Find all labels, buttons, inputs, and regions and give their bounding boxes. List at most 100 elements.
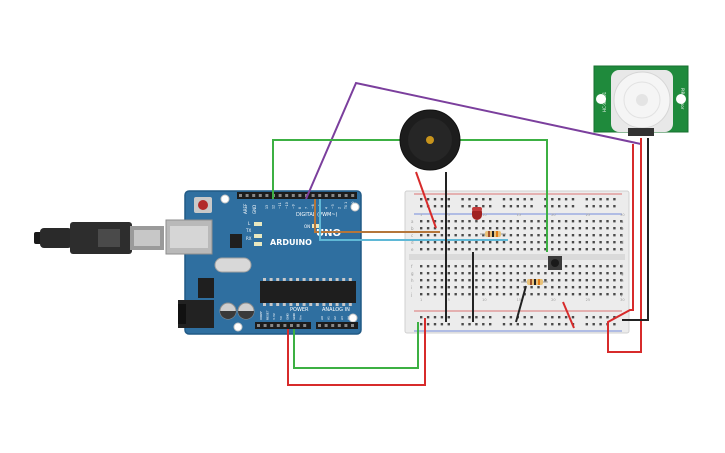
breadboard-hole[interactable] — [468, 220, 471, 223]
breadboard-hole[interactable] — [613, 323, 616, 326]
breadboard-hole[interactable] — [571, 248, 575, 251]
breadboard-hole[interactable] — [613, 248, 616, 251]
breadboard-hole[interactable] — [516, 220, 519, 223]
header-pin-hole[interactable] — [331, 324, 335, 327]
breadboard-hole[interactable] — [468, 286, 471, 289]
breadboard-hole[interactable] — [509, 265, 513, 268]
breadboard-hole[interactable] — [440, 279, 444, 282]
breadboard-hole[interactable] — [537, 286, 540, 289]
breadboard-hole[interactable] — [502, 323, 506, 326]
breadboard-hole[interactable] — [489, 248, 492, 251]
header-pin-hole[interactable] — [245, 194, 249, 197]
breadboard-hole[interactable] — [468, 241, 471, 244]
breadboard-hole[interactable] — [440, 220, 444, 223]
breadboard-hole[interactable] — [571, 205, 575, 208]
breadboard-hole[interactable] — [523, 220, 526, 223]
breadboard-hole[interactable] — [523, 227, 526, 230]
breadboard-hole[interactable] — [571, 241, 575, 244]
breadboard-hole[interactable] — [426, 248, 430, 251]
breadboard-hole[interactable] — [502, 205, 506, 208]
header-pin-hole[interactable] — [252, 194, 256, 197]
breadboard-hole[interactable] — [447, 316, 450, 319]
breadboard-hole[interactable] — [516, 286, 519, 289]
breadboard-hole[interactable] — [426, 198, 430, 201]
breadboard-hole[interactable] — [592, 248, 595, 251]
breadboard-hole[interactable] — [578, 234, 582, 237]
breadboard-hole[interactable] — [433, 293, 437, 296]
breadboard-hole[interactable] — [551, 272, 554, 275]
breadboard-hole[interactable] — [454, 265, 457, 268]
breadboard-hole[interactable] — [523, 241, 526, 244]
breadboard-hole[interactable] — [558, 241, 561, 244]
breadboard-hole[interactable] — [551, 205, 554, 208]
breadboard-hole[interactable] — [544, 316, 547, 319]
breadboard-hole[interactable] — [426, 293, 430, 296]
breadboard-hole[interactable] — [502, 198, 506, 201]
breadboard-hole[interactable] — [620, 286, 623, 289]
breadboard-hole[interactable] — [509, 234, 513, 237]
breadboard-hole[interactable] — [620, 279, 623, 282]
breadboard-hole[interactable] — [613, 198, 616, 201]
breadboard-hole[interactable] — [495, 286, 499, 289]
breadboard-hole[interactable] — [571, 234, 575, 237]
breadboard-hole[interactable] — [613, 234, 616, 237]
breadboard-hole[interactable] — [530, 265, 533, 268]
breadboard-hole[interactable] — [578, 248, 582, 251]
header-pin-hole[interactable] — [303, 324, 307, 327]
breadboard-hole[interactable] — [509, 198, 513, 201]
breadboard-hole[interactable] — [433, 272, 437, 275]
breadboard-hole[interactable] — [468, 265, 471, 268]
breadboard-hole[interactable] — [440, 286, 444, 289]
breadboard-hole[interactable] — [537, 241, 540, 244]
breadboard-hole[interactable] — [482, 241, 485, 244]
header-pin-hole[interactable] — [324, 194, 328, 197]
breadboard-hole[interactable] — [544, 241, 547, 244]
breadboard-hole[interactable] — [475, 323, 478, 326]
breadboard-hole[interactable] — [420, 279, 423, 282]
breadboard-hole[interactable] — [502, 241, 506, 244]
breadboard-hole[interactable] — [461, 241, 464, 244]
pir-sensor[interactable]: HC-SR501 PIR Sensor — [593, 65, 689, 136]
breadboard-hole[interactable] — [537, 272, 540, 275]
breadboard-hole[interactable] — [578, 293, 582, 296]
breadboard-hole[interactable] — [509, 241, 513, 244]
breadboard-hole[interactable] — [523, 265, 526, 268]
breadboard-hole[interactable] — [509, 279, 513, 282]
breadboard-hole[interactable] — [447, 205, 450, 208]
breadboard-hole[interactable] — [599, 241, 602, 244]
wire-green-gnd[interactable] — [293, 322, 419, 369]
breadboard-hole[interactable] — [544, 279, 547, 282]
breadboard-hole[interactable] — [426, 272, 430, 275]
breadboard-hole[interactable] — [475, 279, 478, 282]
breadboard-hole[interactable] — [433, 205, 437, 208]
header-pin-hole[interactable] — [318, 324, 321, 327]
breadboard-hole[interactable] — [440, 248, 444, 251]
breadboard-hole[interactable] — [599, 205, 602, 208]
breadboard-hole[interactable] — [523, 198, 526, 201]
breadboard-hole[interactable] — [530, 272, 533, 275]
breadboard-hole[interactable] — [447, 248, 450, 251]
breadboard-hole[interactable] — [585, 234, 588, 237]
breadboard-hole[interactable] — [475, 265, 478, 268]
breadboard-hole[interactable] — [440, 241, 444, 244]
breadboard-hole[interactable] — [420, 316, 423, 319]
breadboard-hole[interactable] — [606, 293, 609, 296]
breadboard-hole[interactable] — [606, 272, 609, 275]
breadboard-hole[interactable] — [502, 279, 506, 282]
breadboard-hole[interactable] — [523, 248, 526, 251]
header-pin-hole[interactable] — [285, 194, 289, 197]
breadboard-hole[interactable] — [606, 234, 609, 237]
breadboard-hole[interactable] — [599, 316, 602, 319]
breadboard-hole[interactable] — [585, 248, 588, 251]
breadboard-hole[interactable] — [537, 220, 540, 223]
breadboard-hole[interactable] — [571, 279, 575, 282]
breadboard-hole[interactable] — [440, 198, 444, 201]
breadboard-hole[interactable] — [516, 279, 519, 282]
breadboard-hole[interactable] — [468, 205, 471, 208]
breadboard-hole[interactable] — [564, 220, 568, 223]
breadboard-hole[interactable] — [433, 316, 437, 319]
breadboard-hole[interactable] — [620, 227, 623, 230]
breadboard-hole[interactable] — [468, 293, 471, 296]
breadboard-hole[interactable] — [530, 293, 533, 296]
